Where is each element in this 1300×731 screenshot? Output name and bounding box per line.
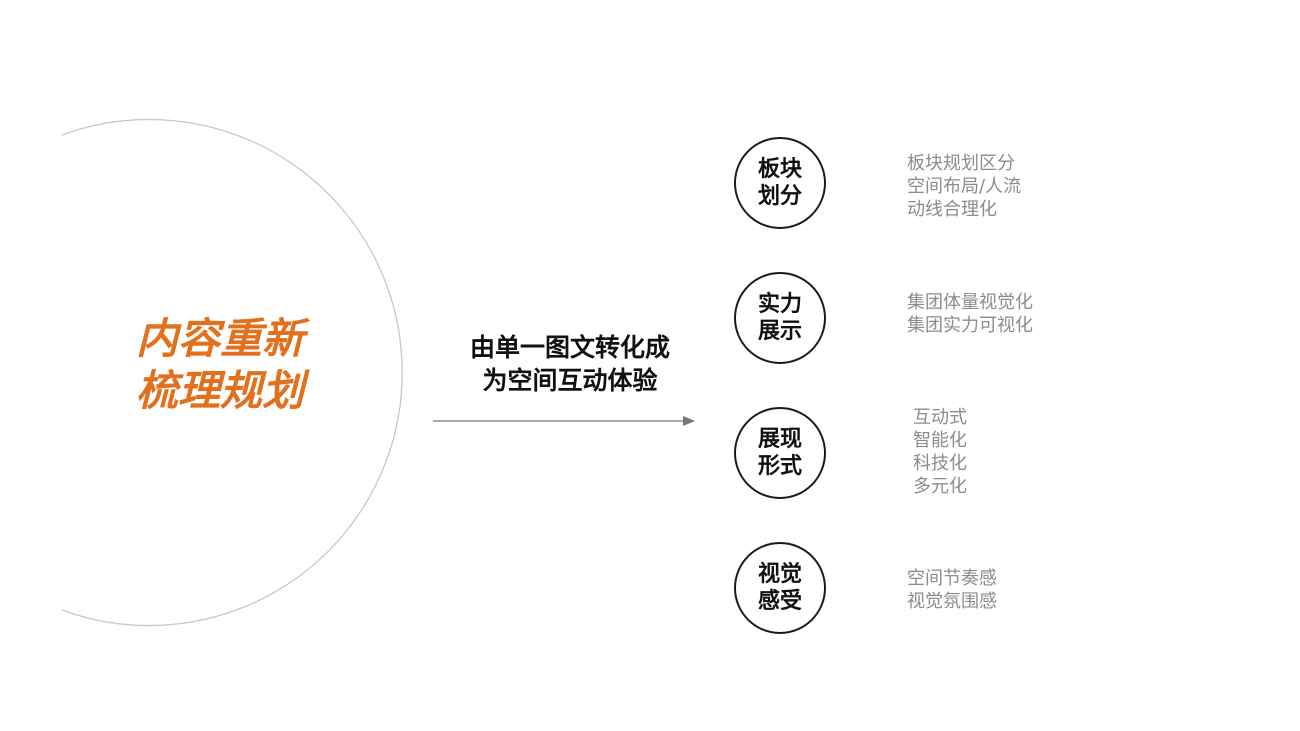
transition-text-line-2: 为空间互动体验 [482,366,658,395]
category-circle-presentation-form: 展现 形式 [734,407,826,499]
category-description-visual-experience: 空间节奏感 视觉氛围感 [907,567,997,613]
category-description-block-division: 板块规划区分 空间布局/人流 动线合理化 [907,152,1021,221]
transition-text-line-1: 由单一图文转化成 [469,333,670,362]
category-circle-visual-experience: 视觉 感受 [734,542,826,634]
description-line: 集团体量视觉化 [907,292,1033,313]
category-label-line-1: 视觉 [757,562,802,587]
category-circle-block-division: 板块 划分 [734,137,826,229]
description-line: 集团实力可视化 [907,315,1033,336]
category-label-line-2: 划分 [757,184,802,209]
category-description-presentation-form: 互动式 智能化 科技化 多元化 [913,406,967,498]
right-arrow-icon [433,416,695,426]
description-line: 空间布局/人流 [907,176,1022,197]
category-description-strength-display: 集团体量视觉化 集团实力可视化 [907,291,1033,337]
description-line: 视觉氛围感 [907,591,997,612]
category-circle-strength-display: 实力 展示 [734,272,826,364]
category-label-line-2: 形式 [757,454,802,479]
category-label-line-2: 感受 [757,589,802,614]
large-semicircle-outline [61,118,403,627]
category-label-line-1: 展现 [757,427,802,452]
main-title-line-2: 梳理规划 [135,366,304,415]
category-label-line-1: 实力 [757,292,802,317]
description-line: 空间节奏感 [907,568,997,589]
category-label-line-1: 板块 [757,157,802,182]
description-line: 板块规划区分 [907,153,1015,174]
description-line: 互动式 [913,407,967,428]
description-line: 多元化 [913,476,967,497]
main-title: 内容重新 梳理规划 [120,313,320,417]
main-title-line-1: 内容重新 [135,314,304,363]
description-line: 科技化 [913,453,967,474]
transition-text: 由单一图文转化成 为空间互动体验 [440,331,700,397]
category-label-line-2: 展示 [757,319,802,344]
description-line: 动线合理化 [907,199,997,220]
description-line: 智能化 [913,430,967,451]
